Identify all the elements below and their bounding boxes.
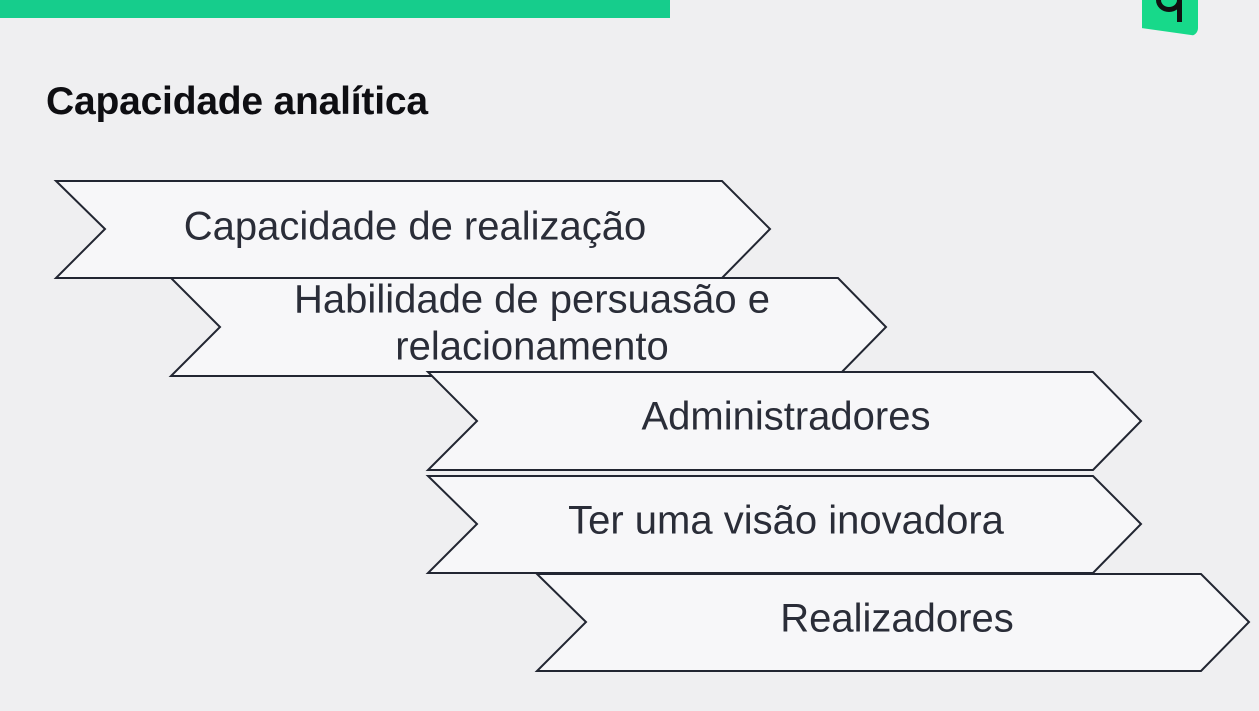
chevron-step-1: Capacidade de realização [53, 180, 772, 279]
page-title: Capacidade analítica [46, 80, 428, 123]
chevron-step-2-label-line-2: relacionamento [395, 325, 669, 369]
chevron-step-4-label: Ter uma visão inovadora [568, 499, 1005, 543]
chevron-step-2: Habilidade de persuasão e relacionamento [168, 277, 888, 377]
chevron-step-5-shape [534, 573, 1251, 672]
chevron-step-5: Realizadores [534, 573, 1251, 672]
chevron-step-1-label: Capacidade de realização [184, 205, 647, 249]
chevron-step-5-label: Realizadores [780, 597, 1013, 641]
chevron-step-3-label: Administradores [641, 395, 930, 439]
top-accent-bar [0, 0, 670, 18]
chevron-step-3: Administradores [425, 371, 1143, 471]
chevron-step-4: Ter uma visão inovadora [425, 475, 1143, 574]
chevron-step-3-shape [425, 371, 1143, 471]
chevron-step-2-label-line-1: Habilidade de persuasão e [294, 278, 770, 322]
logo-stem [1177, 0, 1182, 22]
